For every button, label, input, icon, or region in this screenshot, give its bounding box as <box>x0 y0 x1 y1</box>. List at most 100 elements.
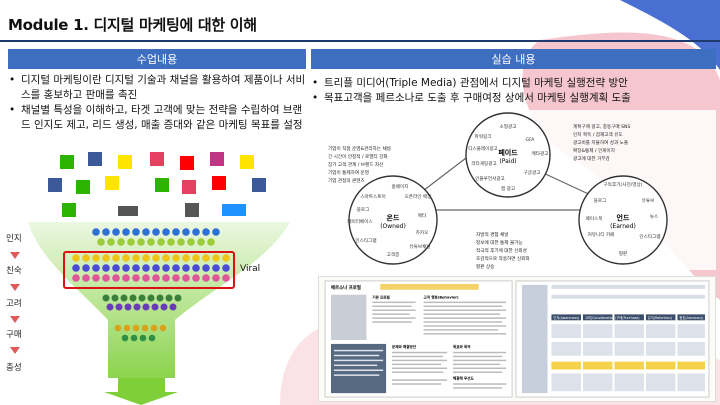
doc-section-label: 기본 프로필 <box>372 295 389 300</box>
title-divider <box>0 40 720 42</box>
band-logo-icon <box>118 206 138 216</box>
left-bullet-item: 채널별 특성을 이해하고, 타겟 고객에 맞는 전략을 수립하여 브랜드 인지도… <box>8 103 306 133</box>
svg-text:평판: 평판 <box>619 250 628 257</box>
owned-items: 홈페이지 스마트스토어 오픈라인 매장 블로그 데이터베이스 메타 인스타그램 … <box>347 183 432 258</box>
svg-text:페이스북: 페이스북 <box>586 215 603 222</box>
kakao-logo-icon <box>240 155 254 169</box>
owned-circle <box>348 175 438 265</box>
kakao-logo-icon <box>105 176 119 190</box>
paid-items: 소형광고 파워링크 디스플레이광고 GFA 메타광고 리타게팅광고 인플루언서광… <box>468 123 548 192</box>
svg-text:기업 관점의 콘텐츠: 기업 관점의 콘텐츠 <box>328 177 365 184</box>
journey-stage-label: 옹호(Advocacy) <box>679 315 703 320</box>
youtube-logo-icon <box>212 176 226 190</box>
left-section-header: 수업내용 <box>8 49 306 69</box>
journey-stage-label: 인지(Awareness) <box>553 315 579 320</box>
svg-text:구독후기(사진/영상): 구독후기(사진/영상) <box>604 181 643 188</box>
svg-text:디스플레이광고: 디스플레이광고 <box>468 145 498 152</box>
right-bullet-item: 목표고객을 페르소나로 도출 후 구매여정 상에서 마케팅 실행계획 도출 <box>311 91 716 106</box>
svg-text:광고비를 지불하여 성과 노출: 광고비를 지불하여 성과 노출 <box>573 139 628 146</box>
svg-text:홈페이지: 홈페이지 <box>392 183 409 190</box>
instagram-logo-icon <box>150 152 164 166</box>
page-title: Module 1. 디지털 마케팅에 대한 이해 <box>8 16 257 34</box>
naver-logo-icon <box>76 180 90 194</box>
svg-text:기업이 통제하여 운영: 기업이 통제하여 운영 <box>328 169 369 176</box>
paid-circle <box>465 112 551 198</box>
svg-text:리타게팅광고: 리타게팅광고 <box>471 160 496 167</box>
svg-text:소형광고: 소형광고 <box>500 123 517 130</box>
doc-title: 페르소나 프로필 <box>331 284 361 291</box>
svg-text:계획구매 광고, 충동구매 SNS: 계획구매 광고, 충동구매 SNS <box>573 123 630 130</box>
svg-text:긴 시간이 안정적 / 로열티 강화: 긴 시간이 안정적 / 로열티 강화 <box>328 153 388 160</box>
left-bullet-list: 디지털 마케팅이란 디지털 기술과 채널을 활용하여 제품이나 서비스를 홍보하… <box>8 73 306 133</box>
svg-text:카카오: 카카오 <box>416 229 429 236</box>
paid-sub: (Paid) <box>499 158 516 165</box>
funnel-outlet-arrow <box>104 378 178 405</box>
earned-sub: (Earned) <box>610 223 636 230</box>
doc-section-label: 해결책 우선도 <box>453 375 474 380</box>
svg-text:인스타그램: 인스타그램 <box>639 233 660 240</box>
naver-logo-icon <box>62 203 76 217</box>
bottom-notes: 자발적 경험 채널 정보에 대한 통제 불가능 적극적 후기에 대한 신뢰성 호… <box>476 231 530 270</box>
owned-notes: 기업이 직접 운영&관리하는 채널 긴 시간이 안정적 / 로열티 강화 장기 … <box>328 145 391 184</box>
svg-text:메타광고: 메타광고 <box>532 150 549 157</box>
svg-text:GFA: GFA <box>526 137 536 143</box>
journey-stage-label: 유지(Retention) <box>648 315 672 320</box>
right-bullet-list: 트리플 미디어(Triple Media) 관점에서 디지털 마케팅 실행전략 … <box>311 76 716 106</box>
doc-section-label: 목표와 목적 <box>453 344 470 349</box>
doc-section-label: 문제와 해결방안 <box>392 344 417 349</box>
earned-circle <box>578 175 668 265</box>
triple-media-diagram: 페이드 (Paid) 온드 (Owned) 언드 (Earned) 소형광고 파… <box>318 110 716 270</box>
svg-text:정보에 대한 통제 불가능: 정보에 대한 통제 불가능 <box>476 239 523 246</box>
svg-text:인스타그램: 인스타그램 <box>355 237 376 244</box>
svg-text:메타: 메타 <box>418 212 427 219</box>
svg-text:인지 획득 / 잠재고객 유도: 인지 획득 / 잠재고객 유도 <box>573 131 623 138</box>
kakao-logo-icon <box>118 155 132 169</box>
instagram-logo-icon <box>182 180 196 194</box>
svg-text:자발적 경험 채널: 자발적 경험 채널 <box>476 231 509 238</box>
paid-title: 페이드 <box>498 148 518 157</box>
funnel-stage-label: 구매 <box>6 330 22 340</box>
right-bullet-item: 트리플 미디어(Triple Media) 관점에서 디지털 마케팅 실행전략 … <box>311 76 716 91</box>
svg-text:파워링크: 파워링크 <box>475 133 492 140</box>
svg-text:유튜브채널: 유튜브채널 <box>409 243 430 250</box>
funnel-stage-label: 고려 <box>6 299 22 309</box>
facebook-logo-icon <box>252 178 266 192</box>
facebook-logo-icon <box>88 152 102 166</box>
journey-stage-label: 구매(Purchase) <box>616 315 639 320</box>
svg-text:앱 광고: 앱 광고 <box>501 185 515 192</box>
youtube-logo-icon <box>180 156 194 170</box>
stage-arrow-icon <box>10 252 20 259</box>
funnel-shape <box>28 222 290 378</box>
funnel-stage-label: 인지 <box>6 234 22 244</box>
svg-text:블로그: 블로그 <box>594 197 607 204</box>
naver-logo-icon <box>155 178 169 192</box>
svg-text:블로그: 블로그 <box>357 206 370 213</box>
svg-text:호감적으로 작용하면 신뢰와: 호감적으로 작용하면 신뢰와 <box>476 255 530 262</box>
owned-sub: (Owned) <box>380 223 406 230</box>
owned-title: 온드 <box>387 213 400 222</box>
camera-logo-icon <box>185 203 199 217</box>
stage-arrow-icon <box>10 316 20 323</box>
stage-arrow-icon <box>10 347 20 354</box>
persona-photo <box>331 294 367 340</box>
viral-highlight-box <box>63 251 235 289</box>
svg-text:고객층: 고객층 <box>387 251 400 258</box>
channel-logos <box>48 152 266 217</box>
svg-text:인플루언서광고: 인플루언서광고 <box>475 175 505 182</box>
svg-text:적극적 후기에 대한 신뢰성: 적극적 후기에 대한 신뢰성 <box>476 247 527 254</box>
svg-text:유튜브: 유튜브 <box>642 198 655 204</box>
svg-text:평판 상승: 평판 상승 <box>476 263 494 270</box>
instagram-logo-icon <box>210 152 224 166</box>
svg-text:구글광고: 구글광고 <box>524 169 541 176</box>
svg-text:데이터베이스: 데이터베이스 <box>347 218 372 225</box>
daum-logo-icon <box>222 204 246 216</box>
funnel-stage-label: 충성 <box>6 363 22 373</box>
svg-text:커뮤니티 카페: 커뮤니티 카페 <box>588 231 615 238</box>
svg-text:뉴스: 뉴스 <box>650 214 658 220</box>
doc-section-label: 고객 행동(Behavior) <box>424 295 460 300</box>
svg-text:확장&통제 / 인게이지: 확장&통제 / 인게이지 <box>573 147 615 154</box>
journey-stage-label: 고려(Consideration) <box>585 315 616 320</box>
right-section-header: 실습 내용 <box>311 49 716 69</box>
svg-text:광고에 대한 거부감: 광고에 대한 거부감 <box>573 155 611 162</box>
persona-journey-document: 페르소나 프로필 기본 프로필 고객 행동(Behavior) 문제와 해결방안… <box>318 276 716 402</box>
